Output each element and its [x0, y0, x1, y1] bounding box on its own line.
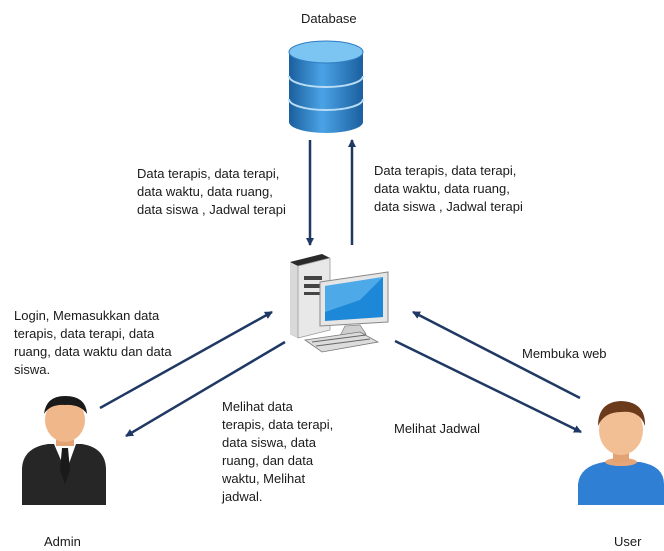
admin-label: Admin — [44, 534, 81, 549]
arrow-admin-to-server — [99, 310, 273, 410]
arrow-server-to-admin — [125, 340, 286, 438]
label-server-to-admin: Melihat data terapis, data terapi, data … — [222, 399, 334, 504]
label-user-to-server: Membuka web — [522, 346, 607, 361]
label-server-to-user: Melihat Jadwal — [394, 421, 480, 436]
label-db-to-server: Data terapis, data terapi, data waktu, d… — [374, 163, 523, 214]
label-server-to-db: Data terapis, data terapi, data waktu, d… — [137, 166, 286, 217]
arrow-user-to-server — [412, 310, 581, 400]
database-label: Database — [301, 11, 357, 26]
label-admin-to-server: Login, Memasukkan data terapis, data ter… — [14, 308, 172, 377]
arrow-server-to-user — [394, 339, 582, 434]
user-label: User — [614, 534, 642, 549]
